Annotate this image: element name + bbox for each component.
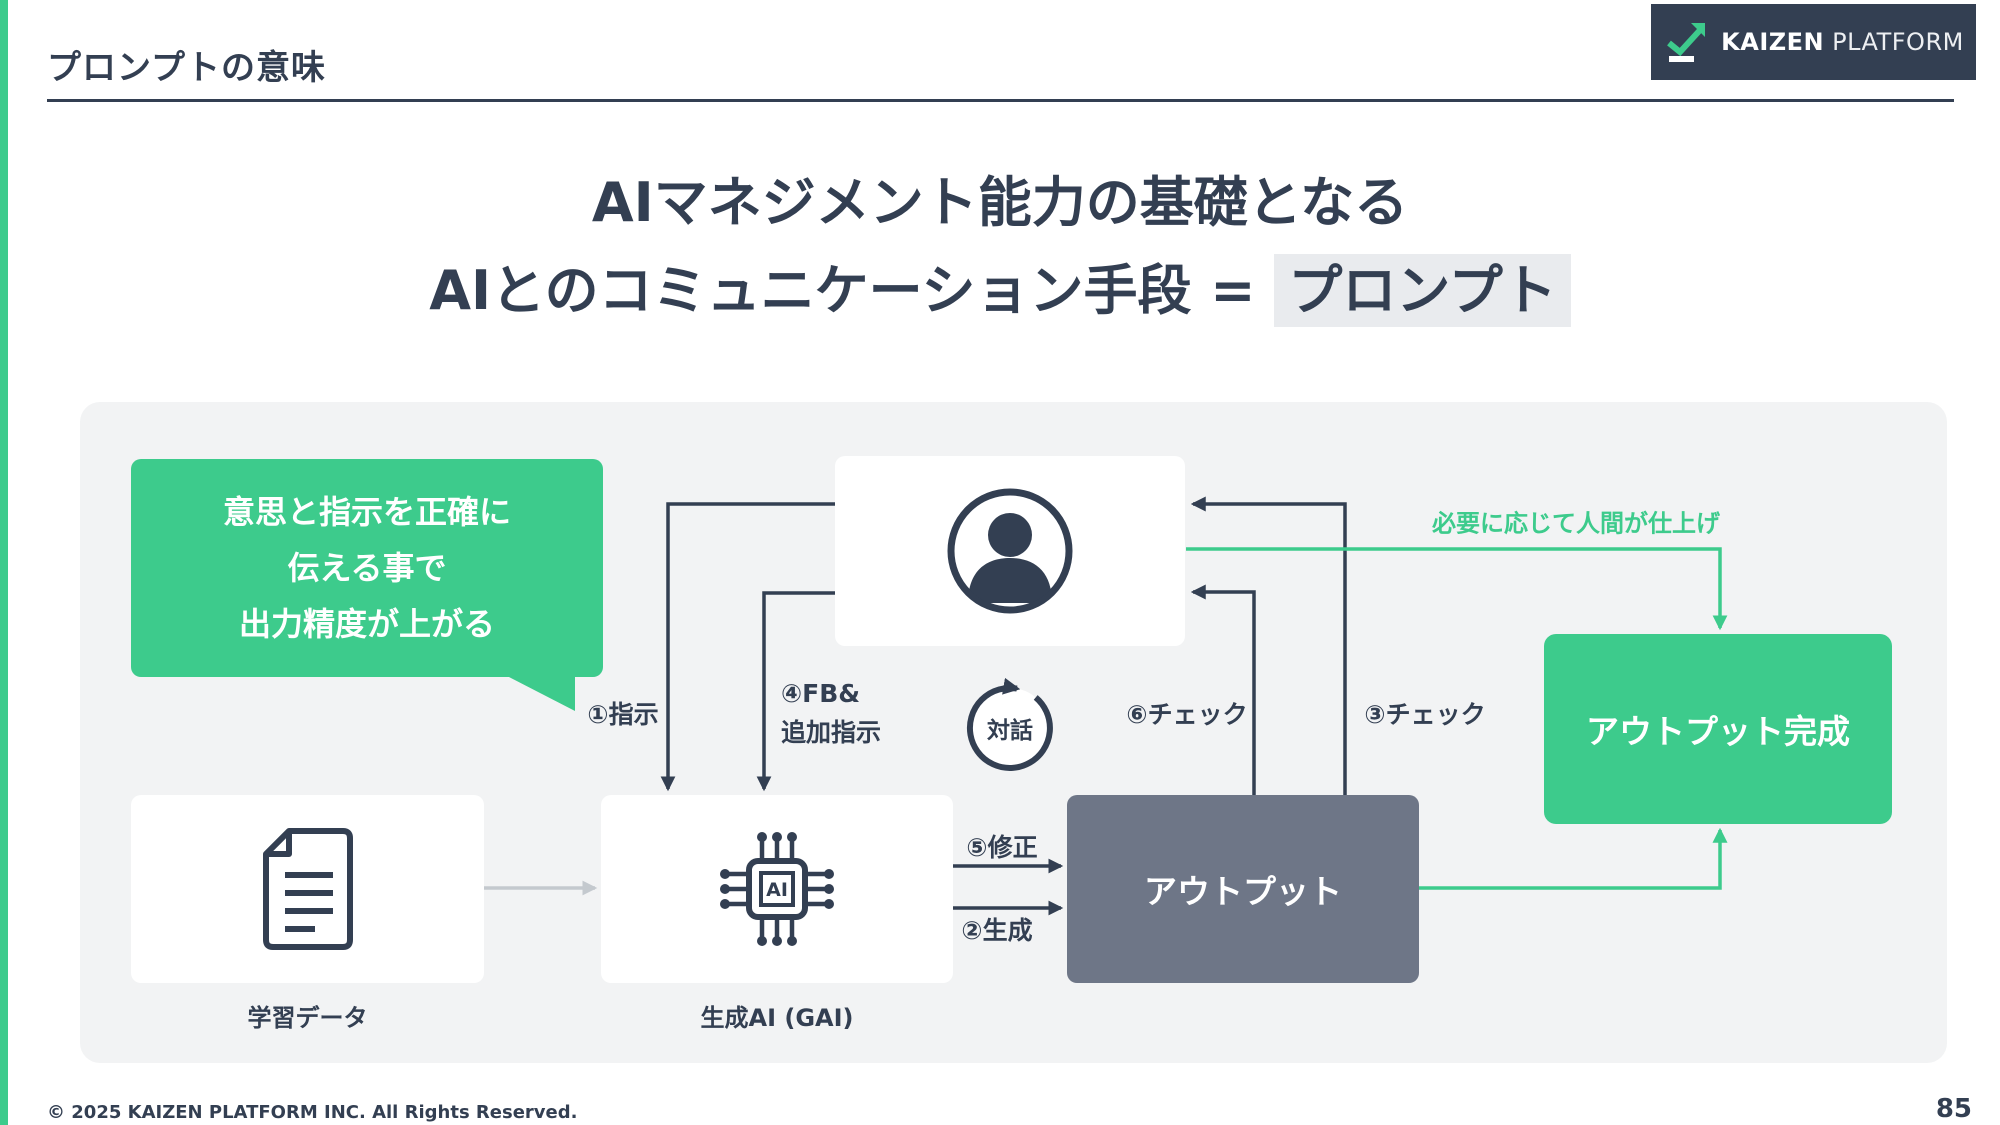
header-divider	[47, 99, 1954, 102]
output-complete-node: アウトプット完成	[1544, 634, 1892, 824]
speech-bubble: 意思と指示を正確に 伝える事で 出力精度が上がる	[131, 459, 603, 677]
person-icon	[947, 488, 1073, 614]
heading-line2-prefix: AIとのコミュニケーション手段 =	[429, 259, 1275, 322]
label-step2-generate: ②生成	[961, 916, 1033, 945]
label-step4-line2: 追加指示	[781, 718, 882, 747]
bubble-line3: 出力精度が上がる	[238, 605, 495, 643]
page-number: 85	[1935, 1094, 1972, 1124]
ai-chip-icon: AI	[720, 832, 834, 946]
output-node: アウトプット	[1067, 795, 1419, 983]
human-node	[835, 456, 1185, 646]
label-step1-instruction: ①指示	[587, 700, 659, 729]
left-accent-bar	[0, 0, 8, 1125]
kaizen-logo-icon	[1667, 23, 1706, 62]
dialogue-label: 対話	[987, 718, 1033, 744]
slide-title: プロンプトの意味	[47, 48, 326, 88]
document-icon	[262, 828, 353, 950]
label-step5-fix: ⑤修正	[966, 833, 1038, 862]
label-step6-check: ⑥チェック	[1126, 700, 1248, 729]
dialogue-loop: 対話	[958, 676, 1062, 780]
bubble-line2: 伝える事で	[287, 549, 447, 587]
logo-word-kaizen: KAIZEN	[1721, 28, 1825, 56]
label-step4-line1: ④FB&	[781, 679, 861, 708]
bubble-line1: 意思と指示を正確に	[222, 493, 511, 531]
copyright-text: © 2025 KAIZEN PLATFORM INC. All Rights R…	[47, 1102, 578, 1123]
label-step3-check: ③チェック	[1364, 700, 1486, 729]
label-step4-feedback: ④FB& 追加指示	[781, 674, 881, 752]
main-heading: AIマネジメント能力の基礎となる AIとのコミュニケーション手段 = プロンプト	[0, 159, 2000, 335]
training-data-node	[131, 795, 484, 983]
ai-chip-text: AI	[766, 879, 788, 901]
generative-ai-node: AI	[601, 795, 953, 983]
heading-highlight-prompt: プロンプト	[1274, 254, 1571, 327]
training-data-caption: 学習データ	[247, 1004, 368, 1032]
heading-line2: AIとのコミュニケーション手段 = プロンプト	[0, 247, 2000, 335]
dialogue-loop-icon	[966, 677, 1053, 771]
heading-line1: AIマネジメント能力の基礎となる	[591, 171, 1409, 234]
logo-word-platform: PLATFORM	[1832, 28, 1964, 56]
human-finish-note: 必要に応じて人間が仕上げ	[1432, 509, 1720, 538]
generative-ai-caption: 生成AI (GAI)	[700, 1004, 854, 1032]
